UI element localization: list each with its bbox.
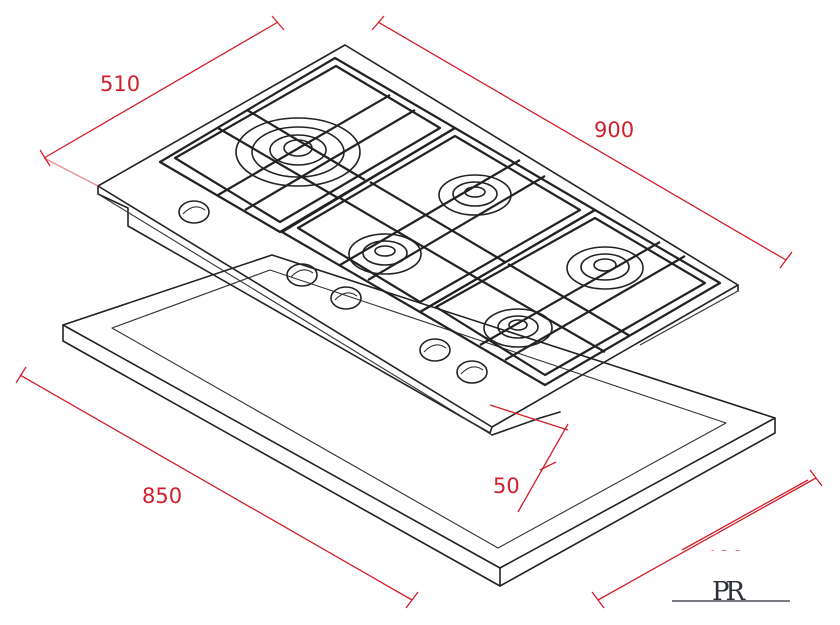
brand-logo: PR [672,577,790,607]
logo-text: PR [712,577,746,607]
knob-3 [330,286,362,310]
burner-rear-right [566,246,644,290]
dim-label-480-group: 480 [704,547,744,571]
burner-rear-centre [438,174,512,216]
dim-label-480: 480 [704,547,744,571]
dim-label-900: 900 [594,118,634,142]
dimension-lines [15,15,823,609]
dim-line-510 [39,15,285,187]
dim-label-510: 510 [100,72,140,96]
burners [235,117,644,348]
dim-line-50 [489,404,569,513]
burner-front-right [483,308,553,348]
grate-centre [280,126,597,314]
pan-supports [158,56,722,387]
burner-front-centre [348,233,422,275]
grate-right [418,208,722,387]
cutout-frame [62,254,776,587]
burner-wok [235,117,361,187]
knob-1 [178,200,210,224]
dim-line-850 [15,366,419,609]
knob-5 [456,360,488,384]
control-knobs [178,200,488,384]
knob-2 [286,263,318,287]
hob-body [97,44,739,436]
dim-line-480 [591,469,823,609]
dim-label-850: 850 [142,484,182,508]
dim-line-900 [371,15,793,269]
dim-label-50: 50 [493,474,520,498]
knob-4 [419,338,451,362]
